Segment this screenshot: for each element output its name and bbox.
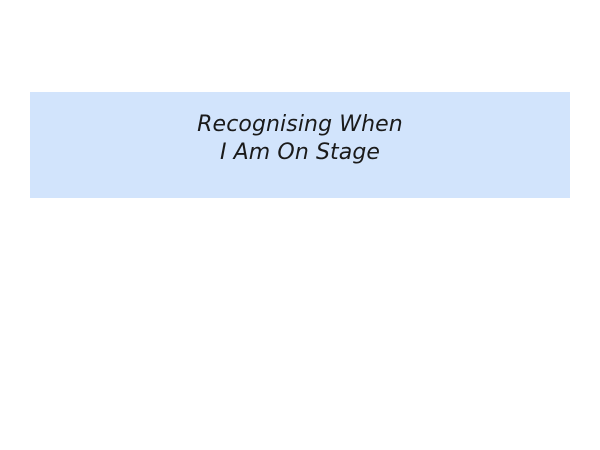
title-line-2: I Am On Stage (219, 140, 381, 165)
slide-body (30, 210, 570, 440)
title-banner: Recognising When I Am On Stage (30, 92, 570, 198)
title-line-1: Recognising When (197, 112, 403, 137)
